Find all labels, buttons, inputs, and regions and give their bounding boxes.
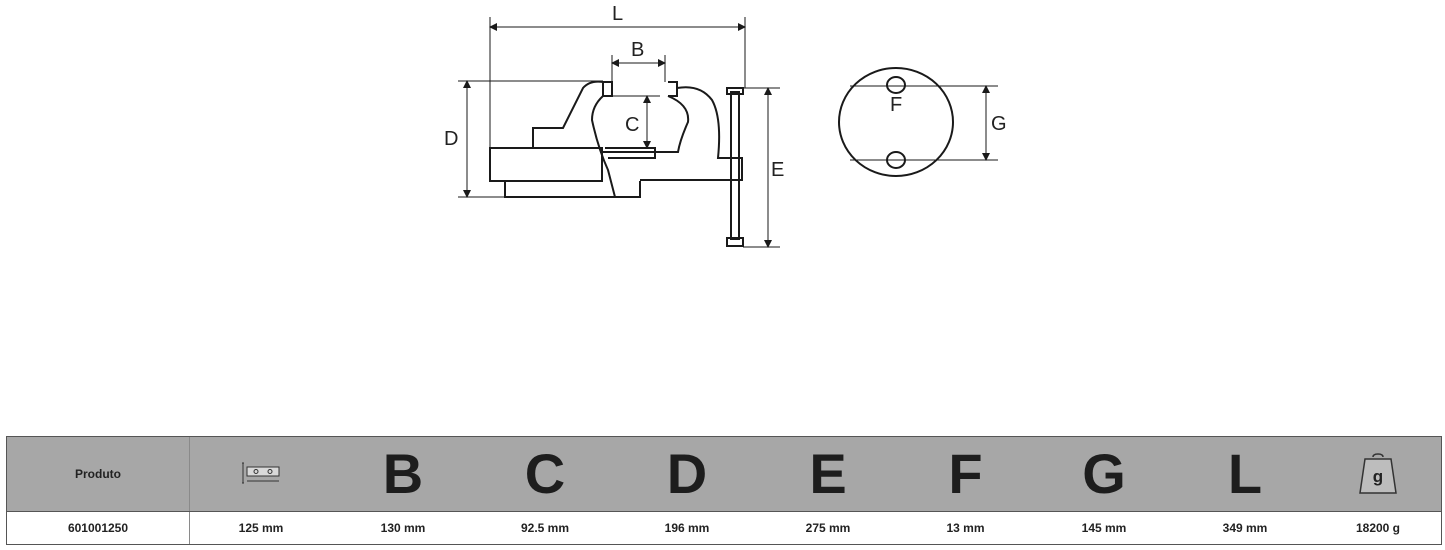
dim-label-l: L — [612, 3, 623, 25]
header-letter-f: F — [898, 437, 1033, 511]
weight-icon: g — [1315, 437, 1441, 511]
cell-b-text: 130 mm — [380, 521, 426, 535]
dim-label-c: C — [625, 114, 639, 136]
cell-l-text: 349 mm — [1222, 521, 1268, 535]
cell-e: 275 mm — [758, 512, 898, 544]
header-letter-f-text: F — [948, 442, 983, 505]
header-letter-b: B — [332, 437, 474, 511]
cell-weight-text: 18200 g — [1355, 521, 1401, 535]
header-letter-l-text: L — [1227, 442, 1263, 505]
cell-g: 145 mm — [1033, 512, 1175, 544]
header-produto-label: Produto — [75, 467, 121, 481]
table-row: 601001250 125 mm 130 mm 92.5 mm 196 mm 2… — [7, 512, 1441, 544]
dim-label-d: D — [444, 128, 458, 150]
technical-drawing: L B C D E F G — [444, 3, 1007, 248]
spec-table: Produto B C D E F G — [6, 436, 1442, 545]
weight-unit-label: g — [1373, 467, 1383, 486]
cell-c-text: 92.5 mm — [520, 521, 570, 535]
cell-e-text: 275 mm — [805, 521, 851, 535]
cell-b: 130 mm — [332, 512, 474, 544]
header-letter-d: D — [616, 437, 758, 511]
cell-f: 13 mm — [898, 512, 1033, 544]
cell-d-text: 196 mm — [664, 521, 710, 535]
cell-c: 92.5 mm — [474, 512, 616, 544]
header-letter-d-text: D — [666, 442, 708, 505]
vise-handle — [726, 87, 744, 247]
dim-label-g: G — [991, 113, 1007, 135]
cell-weight: 18200 g — [1315, 512, 1441, 544]
cell-jaw-width: 125 mm — [190, 512, 332, 544]
header-letter-l: L — [1175, 437, 1315, 511]
cell-jaw-width-text: 125 mm — [238, 521, 284, 535]
header-letter-e: E — [758, 437, 898, 511]
cell-f-text: 13 mm — [946, 521, 985, 535]
dim-label-f: F — [890, 94, 902, 116]
header-letter-e-text: E — [809, 442, 847, 505]
cell-d: 196 mm — [616, 512, 758, 544]
header-letter-g-text: G — [1082, 442, 1126, 505]
vise-diagram: L B C D E F G — [444, 3, 1007, 248]
cell-produto: 601001250 — [7, 512, 190, 544]
header-letter-b-text: B — [382, 442, 424, 505]
header-letter-g: G — [1033, 437, 1175, 511]
dim-label-e: E — [771, 159, 784, 181]
cell-produto-text: 601001250 — [67, 521, 129, 535]
table-header-row: Produto B C D E F G — [7, 437, 1441, 512]
cell-g-text: 145 mm — [1081, 521, 1127, 535]
cell-l: 349 mm — [1175, 512, 1315, 544]
header-letter-c-text: C — [524, 442, 566, 505]
header-letter-c: C — [474, 437, 616, 511]
vise-body — [489, 80, 743, 198]
header-produto: Produto — [7, 437, 190, 511]
jaw-width-icon — [190, 437, 332, 511]
dim-label-b: B — [631, 39, 644, 61]
